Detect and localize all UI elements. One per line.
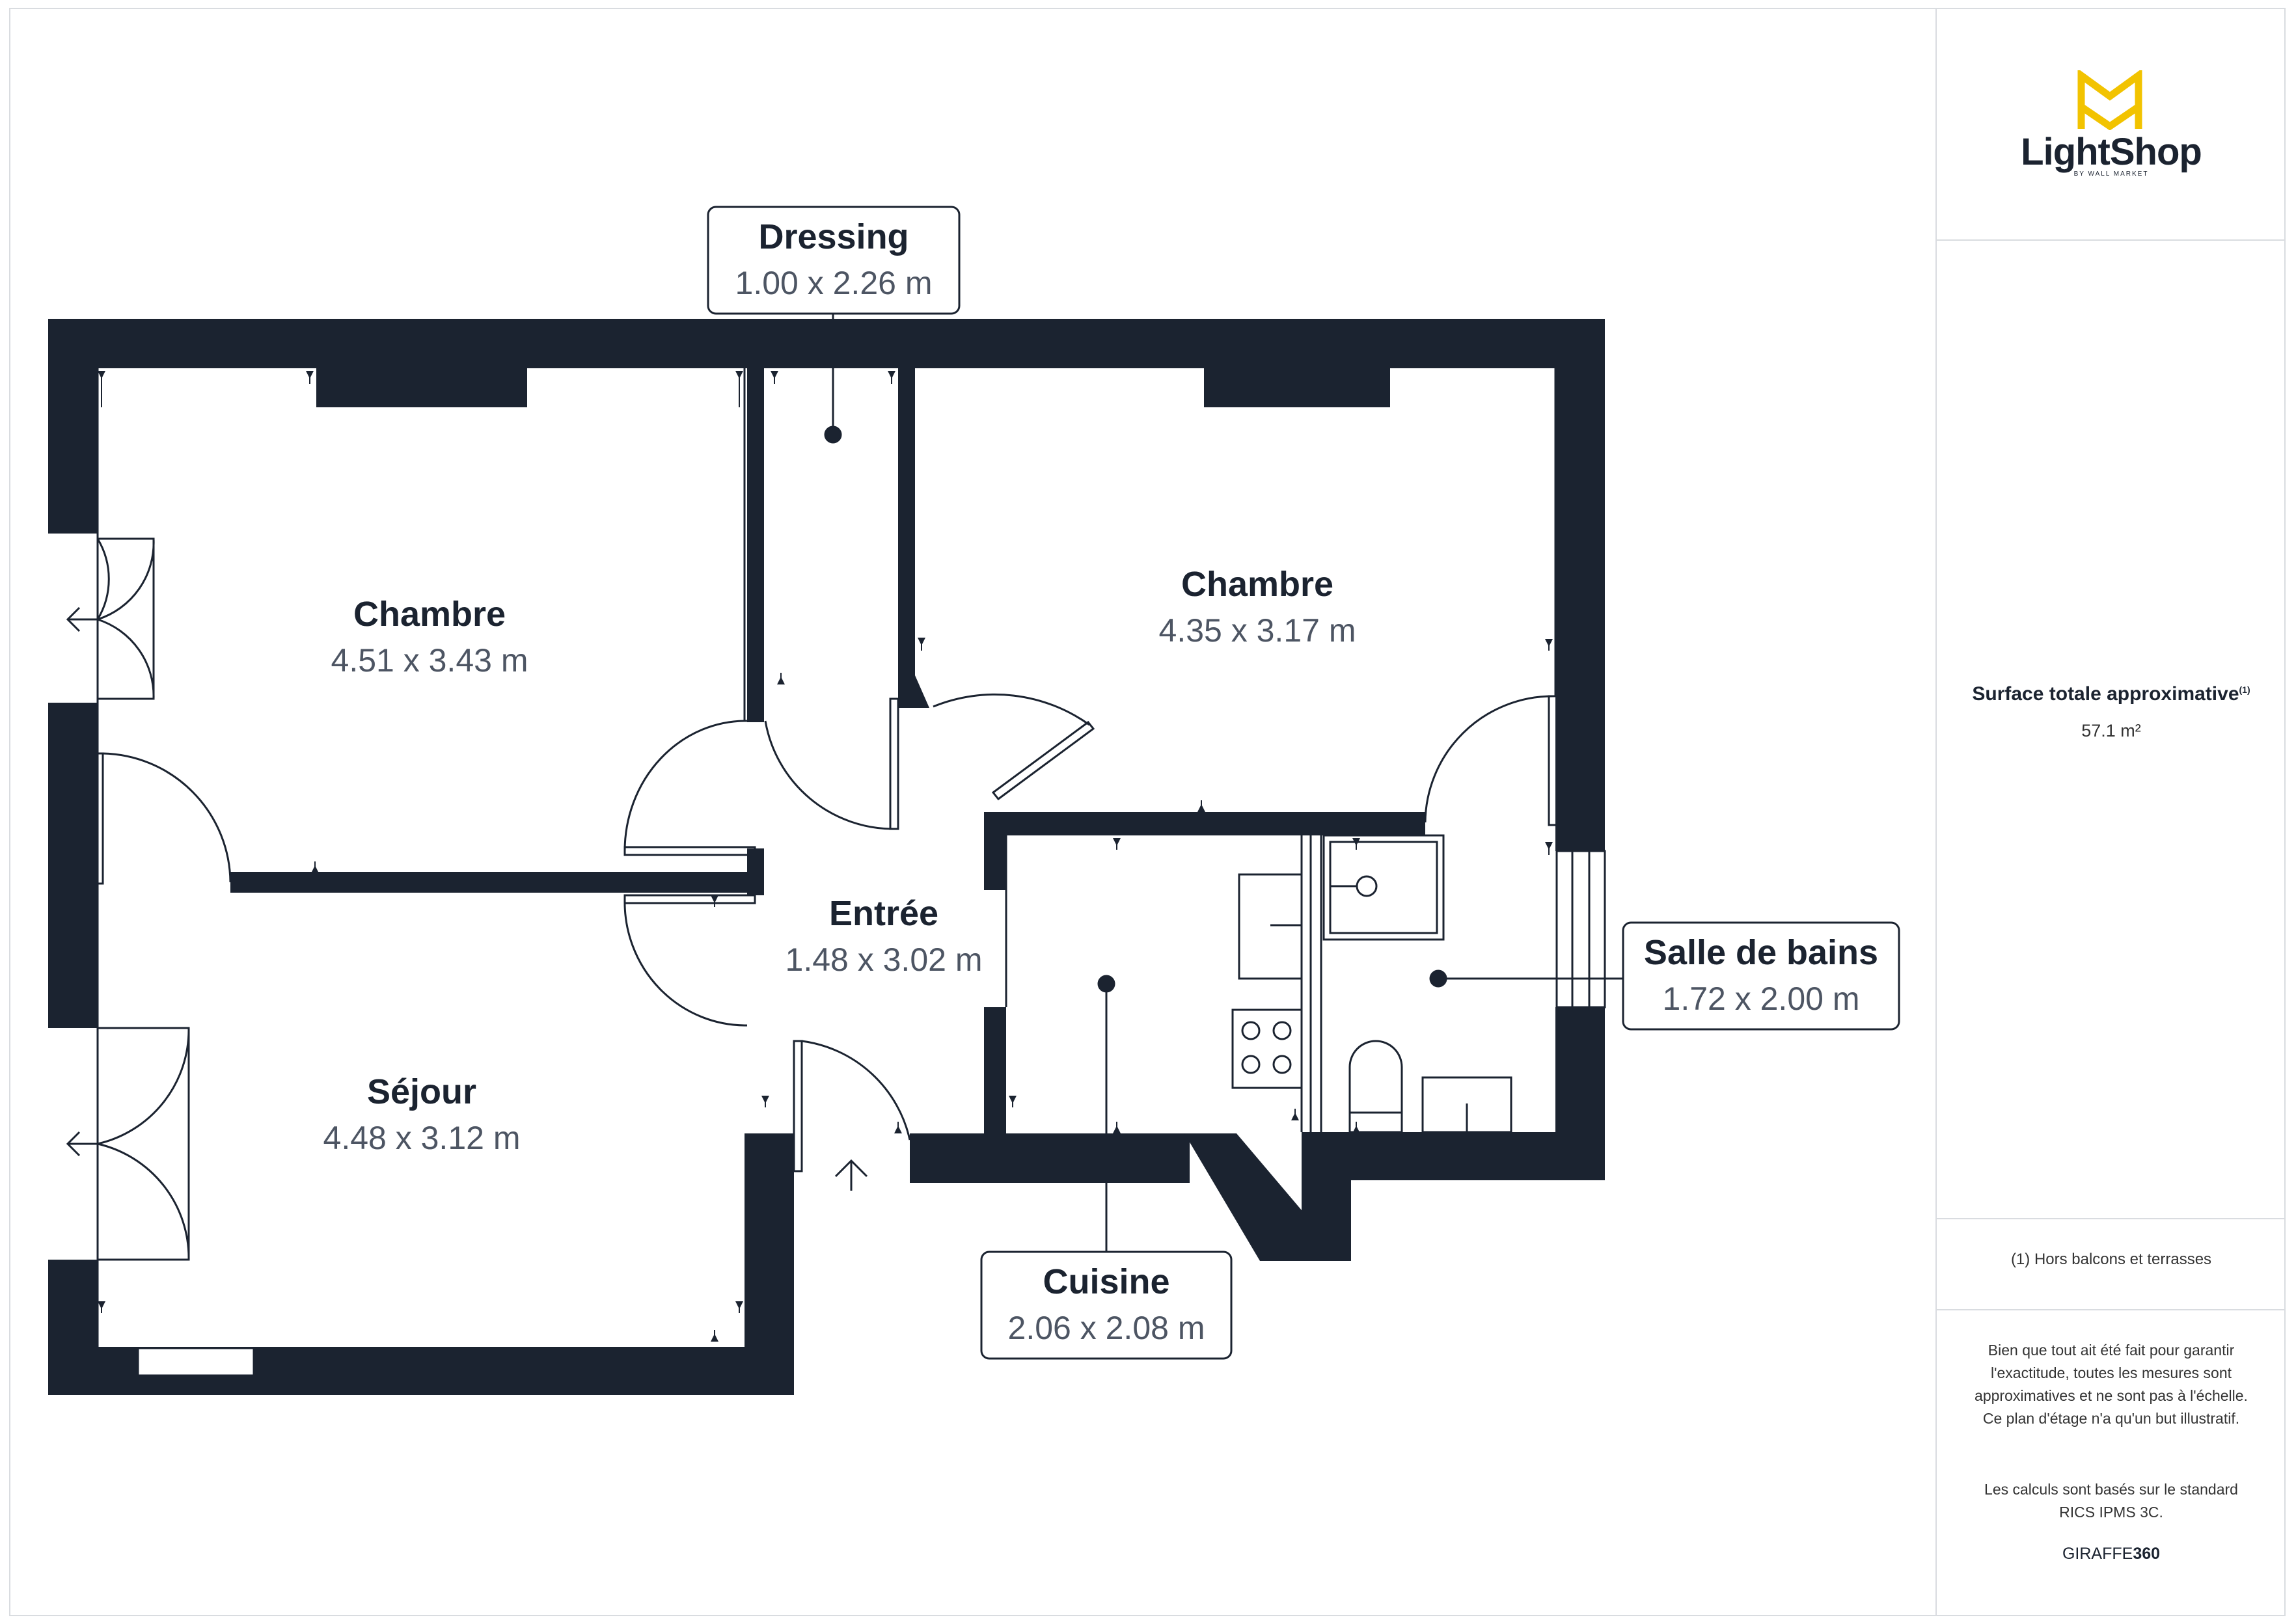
brand-logo-icon	[2077, 70, 2142, 130]
wall-west-1	[48, 319, 98, 534]
calculation-note: Les calculs sont basés sur le standard R…	[1984, 1481, 2238, 1521]
leader-lines	[824, 310, 1623, 1252]
room-dims-chambre-2: 4.35 x 3.17 m	[1159, 612, 1356, 649]
room-dims-sejour: 4.48 x 3.12 m	[323, 1120, 521, 1156]
total-area-label-text: Surface totale approximative	[1972, 683, 2239, 705]
total-area-value: 57.1 m²	[2081, 721, 2141, 740]
door-sejour-window	[98, 1027, 190, 1261]
wall-north	[48, 319, 1605, 368]
dimension-ticks	[98, 371, 1553, 1342]
total-area-footnote-mark: (1)	[2239, 684, 2250, 695]
label-box-cuisine	[980, 1251, 1233, 1360]
sheet-border	[9, 8, 2286, 1616]
wall-entree-stub	[747, 848, 764, 895]
wall-dressing-corner	[898, 675, 929, 708]
wall-dressing-left	[747, 368, 764, 722]
room-dims-cuisine: 2.06 x 2.08 m	[1008, 1310, 1205, 1346]
window-sejour	[137, 1347, 255, 1377]
label-box-salle-de-bains	[1622, 921, 1900, 1031]
kitchen-fixtures	[1231, 873, 1303, 1089]
room-dims-entree: 1.48 x 3.02 m	[786, 941, 983, 978]
door-chambre1-window	[98, 537, 155, 700]
brand-name: LightShop	[2021, 131, 2202, 173]
toilet	[1348, 1040, 1403, 1133]
doors	[95, 537, 1558, 1261]
wall-chambre-sejour	[230, 872, 764, 893]
footnote: (1) Hors balcons et terrasses	[2010, 1251, 2212, 1268]
credit-prefix: GIRAFFE	[2062, 1545, 2133, 1563]
disclaimer: Bien que tout ait été fait pour garantir…	[1975, 1342, 2248, 1427]
sidebar-rule-top	[1937, 239, 2286, 241]
room-name-salle-de-bains: Salle de bains	[1644, 933, 1878, 972]
wall-south-kitchen	[910, 1133, 1190, 1183]
credit-suffix: 360	[2133, 1545, 2161, 1563]
sidebar-rule-bottom	[1937, 1309, 2286, 1310]
entrance-arrow-icon	[834, 1159, 868, 1191]
room-dims-dressing: 1.00 x 2.26 m	[735, 265, 933, 301]
room-dims-chambre-1: 4.51 x 3.43 m	[331, 642, 528, 679]
kitchen-hob	[1231, 1008, 1303, 1089]
bath-fixtures	[1322, 834, 1512, 1133]
room-dims-salle-de-bains: 1.72 x 2.00 m	[1663, 981, 1860, 1017]
room-name-sejour: Séjour	[367, 1072, 476, 1111]
wall-south-angled	[1184, 1133, 1302, 1261]
credit: GIRAFFE360	[1937, 1545, 2286, 1563]
kitchen-sink	[1238, 873, 1303, 980]
floor-plan: Chambre 4.51 x 3.43 m Chambre 4.35 x 3.1…	[48, 206, 1900, 1395]
room-name-cuisine: Cuisine	[1043, 1262, 1169, 1301]
wall-dressing-right	[898, 368, 915, 708]
wall-east-1	[1555, 319, 1605, 851]
interior-lines	[96, 368, 1557, 1347]
wall-entree-south-west	[745, 1133, 794, 1395]
total-area-label: Surface totale approximative(1)	[1937, 683, 2286, 705]
room-labels: Chambre 4.51 x 3.43 m Chambre 4.35 x 3.1…	[323, 217, 1879, 1346]
label-boxes	[707, 206, 1900, 1360]
wall-south-bath	[1302, 1132, 1605, 1180]
windows	[137, 850, 1606, 1377]
window-lines	[1571, 851, 1591, 1007]
room-name-dressing: Dressing	[758, 217, 909, 256]
room-name-chambre-1: Chambre	[353, 595, 506, 634]
window-header-chambre2	[1204, 368, 1390, 407]
window-header-chambre1	[316, 368, 527, 407]
wall-west-2	[48, 703, 98, 1028]
sidebar-rule-middle	[1937, 1218, 2286, 1219]
window-bath	[1555, 850, 1606, 1008]
window-arrow-icons	[66, 606, 98, 1157]
sidebar-divider	[1935, 8, 1937, 1616]
wall-entree-east-2	[984, 1007, 1006, 1135]
room-name-chambre-2: Chambre	[1181, 565, 1333, 604]
wall-south-notch	[1302, 1180, 1351, 1261]
room-name-entree: Entrée	[829, 894, 938, 933]
label-box-dressing	[707, 206, 961, 315]
wall-entree-east-1	[984, 812, 1006, 890]
wall-kitchen-north	[1006, 812, 1425, 835]
brand-subtitle: BY WALL MARKET	[2073, 170, 2149, 178]
